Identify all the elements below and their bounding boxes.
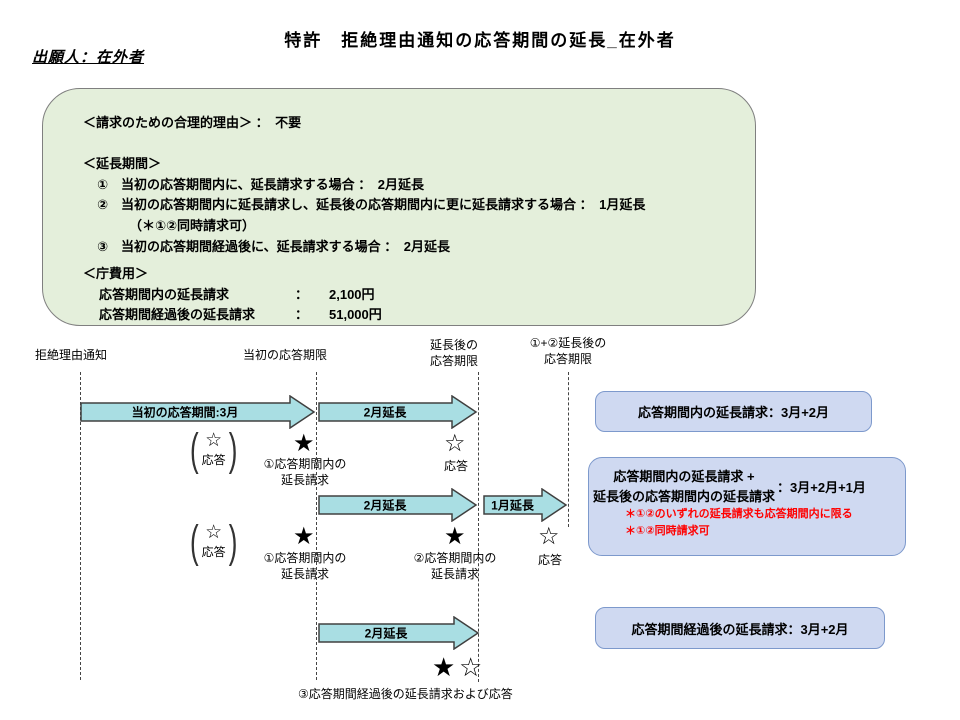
summary-note-1: ＊①②のいずれの延長請求も応答期間内に限る	[625, 508, 853, 520]
fee-label: 応答期間経過後の延長請求	[99, 307, 256, 323]
fee-heading: ＜庁費用＞	[83, 265, 149, 281]
optional-response-group: ( ☆ 応答 )	[190, 515, 238, 567]
extended-deadline-dashed-line	[478, 372, 479, 682]
summary-text: 応答期間経過後の延長請求：3月+2月	[631, 621, 849, 637]
period-heading: ＜延長期間＞	[83, 155, 162, 171]
milestone-ext12-deadline-line1: ①+②延長後の	[529, 336, 607, 350]
request1-annotation: ①応答期間内の 延長請求	[263, 551, 347, 582]
request3-annotation: ③応答期間経過後の延長請求および応答	[298, 687, 513, 701]
arrow-label: 2月延長	[363, 405, 407, 420]
star-filled-icon: ★	[293, 522, 315, 550]
paren-close: )	[228, 423, 238, 475]
reason-line: ＜請求のための合理的理由＞ ： 不要	[83, 115, 302, 130]
arrow-label: 2月延長	[363, 498, 407, 513]
fee-label: 応答期間内の延長請求	[99, 286, 230, 302]
milestone-extended-deadline-line1: 延長後の	[429, 338, 478, 352]
summary-result: ：3月+2月+1月	[777, 480, 866, 495]
arrow-shape	[318, 616, 480, 650]
ext12-deadline-dashed-line	[568, 372, 569, 527]
summary-line2: 延長後の応答期間内の延長請求	[593, 488, 776, 504]
summary-text: 応答期間内の延長請求：3月+2月	[637, 405, 830, 420]
fee-colon: ：	[295, 307, 309, 323]
arrow-label: 当初の応答期間:3月	[131, 405, 239, 420]
star-open-icon: ☆	[459, 653, 483, 683]
summary-line1: 応答期間内の延長請求 +	[613, 469, 755, 484]
initial-deadline-dashed-line	[316, 372, 317, 680]
response-annotation: 応答	[537, 553, 562, 567]
milestone-notice-label: 拒絶理由通知	[35, 348, 108, 362]
arrow-initial-period: 当初の応答期間:3月	[80, 395, 316, 429]
summary-box-after-period: 応答期間経過後の延長請求：3月+2月	[595, 607, 885, 649]
summary-box-within-period: 応答期間内の延長請求：3月+2月	[595, 391, 872, 432]
fee-value: 2,100円	[329, 286, 375, 302]
request2-annotation: ②応答期間内の 延長請求	[413, 551, 497, 582]
conditions-panel: ＜請求のための合理的理由＞ ： 不要 ＜延長期間＞ ① 当初の応答期間内に、延長…	[42, 88, 756, 326]
arrow-2month-extension-row1: 2月延長	[318, 395, 478, 429]
star-open-icon: ☆	[205, 429, 223, 451]
milestone-extended-deadline-label: 延長後の 応答期限	[412, 338, 496, 369]
period-item-1: ① 当初の応答期間内に、延長請求する場合 ： 2月延長	[97, 176, 424, 192]
response-label: 応答	[201, 544, 226, 559]
fee-line-after-period: 応答期間経過後の延長請求 ： 51,000円	[83, 305, 737, 326]
arrow-shape	[318, 395, 478, 429]
arrow-shape	[483, 488, 568, 522]
arrow-2month-extension-row3: 2月延長	[318, 616, 480, 650]
arrow-label: 1月延長	[491, 498, 534, 513]
paren-close: )	[228, 515, 238, 567]
summary-box-combined: 応答期間内の延長請求 + 延長後の応答期間内の延長請求 ：3月+2月+1月 ＊①…	[588, 457, 906, 556]
star-open-icon: ☆	[444, 429, 466, 457]
milestone-ext12-deadline-label: ①+②延長後の 応答期限	[518, 336, 618, 367]
page-title: 特許 拒絶理由通知の応答期間の延長_在外者	[284, 31, 676, 50]
milestone-initial-deadline-label: 当初の応答期限	[243, 348, 328, 362]
arrow-2month-extension-row2: 2月延長	[318, 488, 478, 522]
paren-open: (	[190, 423, 199, 475]
arrow-shape	[318, 488, 478, 522]
milestone-extended-deadline-line2: 応答期限	[429, 353, 478, 368]
optional-response-group: ( ☆ 応答 )	[190, 423, 238, 475]
arrow-shape	[80, 395, 316, 429]
applicant-label: 出願人：在外者	[32, 49, 145, 66]
period-item-2: ② 当初の応答期間内に延長請求し、延長後の応答期間内に更に延長請求する場合 ： …	[97, 197, 646, 213]
response-label: 応答	[201, 452, 226, 467]
summary-note-2: ＊①②同時請求可	[625, 525, 710, 538]
milestone-ext12-deadline-line2: 応答期限	[543, 351, 592, 366]
star-filled-icon: ★	[444, 522, 466, 550]
fee-line-within-period: 応答期間内の延長請求 ： 2,100円	[83, 285, 737, 306]
paren-open: (	[190, 515, 199, 567]
fee-colon: ：	[295, 286, 309, 302]
request1-annotation: ①応答期間内の 延長請求	[263, 457, 347, 488]
star-filled-icon: ★	[432, 653, 456, 683]
star-open-icon: ☆	[538, 522, 560, 550]
response-annotation: 応答	[443, 459, 468, 473]
star-open-icon: ☆	[205, 521, 223, 543]
star-filled-icon: ★	[293, 429, 315, 457]
period-item-2-note: （＊①②同時請求可）	[129, 218, 256, 234]
arrow-label: 2月延長	[364, 626, 408, 641]
notice-dashed-line	[80, 372, 81, 680]
arrow-1month-extension: 1月延長	[483, 488, 568, 522]
period-item-3: ③ 当初の応答期間経過後に、延長請求する場合 ： 2月延長	[97, 238, 450, 254]
fee-value: 51,000円	[329, 307, 382, 323]
